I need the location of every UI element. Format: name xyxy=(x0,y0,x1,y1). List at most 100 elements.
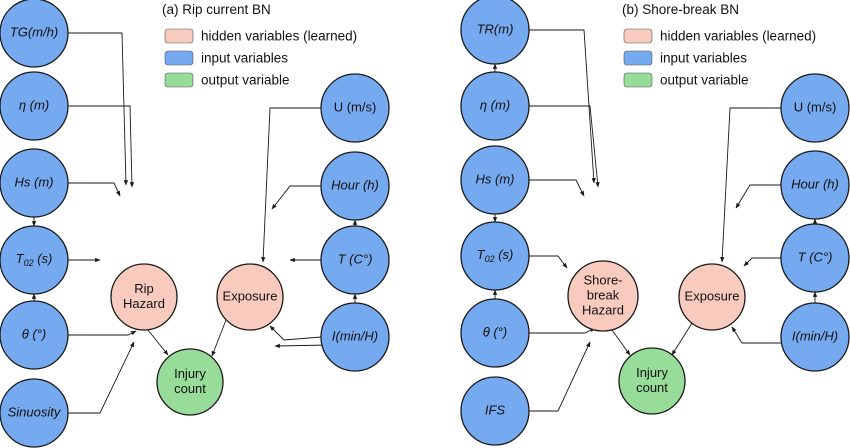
node-label-tr: TR(m) xyxy=(477,21,514,36)
panel-b-node-u: U (m/s) xyxy=(780,73,850,143)
panel-a-node-hour: Hour (h) xyxy=(320,151,390,221)
node-label-t02: T02 (s) xyxy=(16,251,53,268)
node-label-hazard: Hazard xyxy=(582,302,624,317)
node-label-eta: η (m) xyxy=(19,97,49,112)
panel-a-edge-exposure-injury xyxy=(211,319,227,357)
panel-b-edge-hazard-injury xyxy=(611,329,631,356)
panel-a-node-imin: I(min/H) xyxy=(320,302,390,372)
node-label-hs: Hs (m) xyxy=(15,174,54,189)
panel-a-title: (a) Rip current BN xyxy=(162,2,271,17)
node-circle-injury xyxy=(618,347,686,415)
panel-b-node-hour: Hour (h) xyxy=(780,150,850,220)
panel-a-node-eta: η (m) xyxy=(0,71,69,141)
panel-a-node-u: U (m/s) xyxy=(320,73,390,143)
node-label-exposure: Exposure xyxy=(223,288,278,303)
node-label-u: U (m/s) xyxy=(794,99,837,114)
panel-b-edge-imin-exposure xyxy=(731,326,781,344)
panel-b-edge-tr-hazard xyxy=(529,29,596,184)
panel-b-legend-swatch-output xyxy=(623,72,653,88)
node-circle-imin xyxy=(780,302,850,372)
panel-b-edge-hs-hazard xyxy=(529,179,585,197)
legends-layer: hidden variables (learned) input variable… xyxy=(164,28,816,88)
panel-b-edge-temp-exposure xyxy=(743,257,781,267)
panel-b-edge-u-exposure xyxy=(720,107,781,263)
panel-b-legend-label-hidden: hidden variables (learned) xyxy=(660,29,816,44)
node-label-ifs: IFS xyxy=(485,402,506,417)
node-label-hazard: Hazard xyxy=(123,296,165,311)
node-circle-temp xyxy=(320,225,390,295)
panel-b-node-ifs: IFS xyxy=(460,376,530,446)
node-circle-exposure xyxy=(678,263,746,331)
panel-b-legend-swatch-hidden xyxy=(623,28,653,44)
node-label-injury: Injury xyxy=(174,366,206,381)
node-label-eta: η (m) xyxy=(480,97,510,112)
node-label-hazard: Rip xyxy=(134,281,154,296)
panel-a-legend-swatch-input xyxy=(164,50,194,66)
panel-a-legend-swatch-output xyxy=(164,72,194,88)
panel-b-node-theta: θ (°) xyxy=(460,298,530,368)
panel-a-node-theta: θ (°) xyxy=(0,300,69,370)
node-circle-hs xyxy=(0,148,69,218)
panel-a-edge-theta-hazard xyxy=(68,330,137,336)
panel-a-edge-hazard-injury xyxy=(147,329,169,356)
panel-b-node-hs: Hs (m) xyxy=(460,145,530,215)
panel-b-legend-label-input: input variables xyxy=(660,51,747,66)
node-label-sin: Sinuosity xyxy=(8,404,62,419)
node-circle-theta xyxy=(0,300,69,370)
node-circle-sin xyxy=(0,378,69,448)
node-label-hour: Hour (h) xyxy=(791,176,839,191)
node-circle-hs xyxy=(460,145,530,215)
panel-b-legend-label-output: output variable xyxy=(660,73,749,88)
panel-a-legend-label-hidden: hidden variables (learned) xyxy=(201,29,357,44)
panel-a-edge-hs-hazard xyxy=(68,182,121,197)
node-label-tg: TG(m/h) xyxy=(10,24,58,39)
panel-a-edge-hour-exposure xyxy=(271,185,321,210)
panel-a-edge-imin-arrow xyxy=(274,343,331,349)
panel-b-node-temp: T (C°) xyxy=(780,223,850,293)
node-circle-t02 xyxy=(460,221,530,291)
node-circle-imin xyxy=(320,302,390,372)
panel-a-node-hs: Hs (m) xyxy=(0,148,69,218)
panel-b-title: (b) Shore-break BN xyxy=(622,2,739,17)
panel-b-edge-hour-exposure xyxy=(735,184,781,209)
panel-a-legend-swatch-hidden xyxy=(164,28,194,44)
node-label-injury: Injury xyxy=(636,365,668,380)
node-label-imin: I(min/H) xyxy=(332,328,378,343)
panel-a-node-t02: T02 (s) xyxy=(0,225,69,295)
node-circle-theta xyxy=(460,298,530,368)
panel-a-edge-tg-hazard xyxy=(68,32,129,186)
node-label-injury: count xyxy=(174,381,206,396)
node-label-theta: θ (°) xyxy=(483,324,508,339)
panel-a-edge-u-exposure xyxy=(261,107,321,263)
node-label-temp: T (C°) xyxy=(798,249,833,264)
panel-a-legend-label-output: output variable xyxy=(201,73,290,88)
panel-a-legend-label-input: input variables xyxy=(201,51,288,66)
panel-b-node-t02: T02 (s) xyxy=(460,221,530,291)
node-circle-eta xyxy=(0,71,69,141)
panel-a-node-exposure: Exposure xyxy=(216,263,284,331)
node-label-hazard: break xyxy=(587,287,620,302)
node-circle-hour xyxy=(320,151,390,221)
panel-b-node-imin: I(min/H) xyxy=(780,302,850,372)
node-label-imin: I(min/H) xyxy=(792,328,838,343)
node-label-hour: Hour (h) xyxy=(331,177,379,192)
node-label-u: U (m/s) xyxy=(334,99,377,114)
node-label-t02: T02 (s) xyxy=(477,247,514,264)
node-circle-u xyxy=(320,73,390,143)
panel-b-node-exposure: Exposure xyxy=(678,263,746,331)
node-label-hs: Hs (m) xyxy=(476,171,515,186)
node-circle-ifs xyxy=(460,376,530,446)
titles-layer: (a) Rip current BN (b) Shore-break BN xyxy=(162,2,739,17)
node-label-theta: θ (°) xyxy=(22,326,47,341)
panel-b-edge-eta-hazard xyxy=(529,105,600,188)
panel-a-node-temp: T (C°) xyxy=(320,225,390,295)
node-circle-temp xyxy=(780,223,850,293)
node-circle-u xyxy=(780,73,850,143)
node-label-exposure: Exposure xyxy=(685,288,740,303)
node-circle-injury xyxy=(156,348,224,416)
panel-b-edge-t02-hazard xyxy=(529,255,568,269)
node-circle-hazard xyxy=(567,260,639,332)
